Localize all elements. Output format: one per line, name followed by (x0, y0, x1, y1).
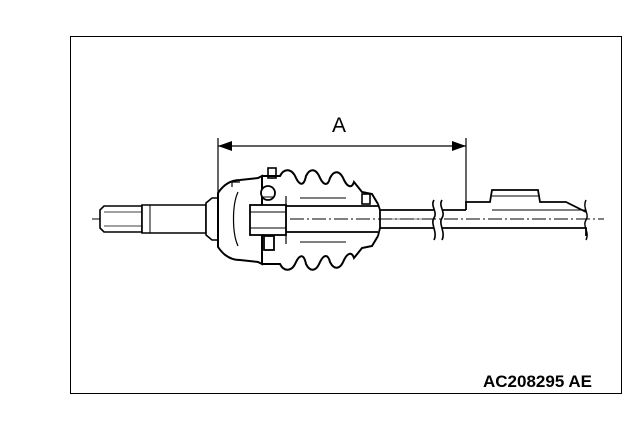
dimension-label: A (332, 114, 347, 137)
joint-boot (262, 169, 379, 271)
dimension-line (217, 138, 467, 202)
figure-frame (70, 36, 622, 394)
joint-spider (249, 185, 287, 251)
reference-code: AC208295 AE (483, 372, 592, 391)
intermediate-shaft (465, 189, 588, 241)
shaft-break (432, 199, 444, 241)
drive-shaft (286, 203, 466, 237)
boot-band-clamp (267, 167, 371, 205)
stub-shaft (99, 197, 219, 241)
